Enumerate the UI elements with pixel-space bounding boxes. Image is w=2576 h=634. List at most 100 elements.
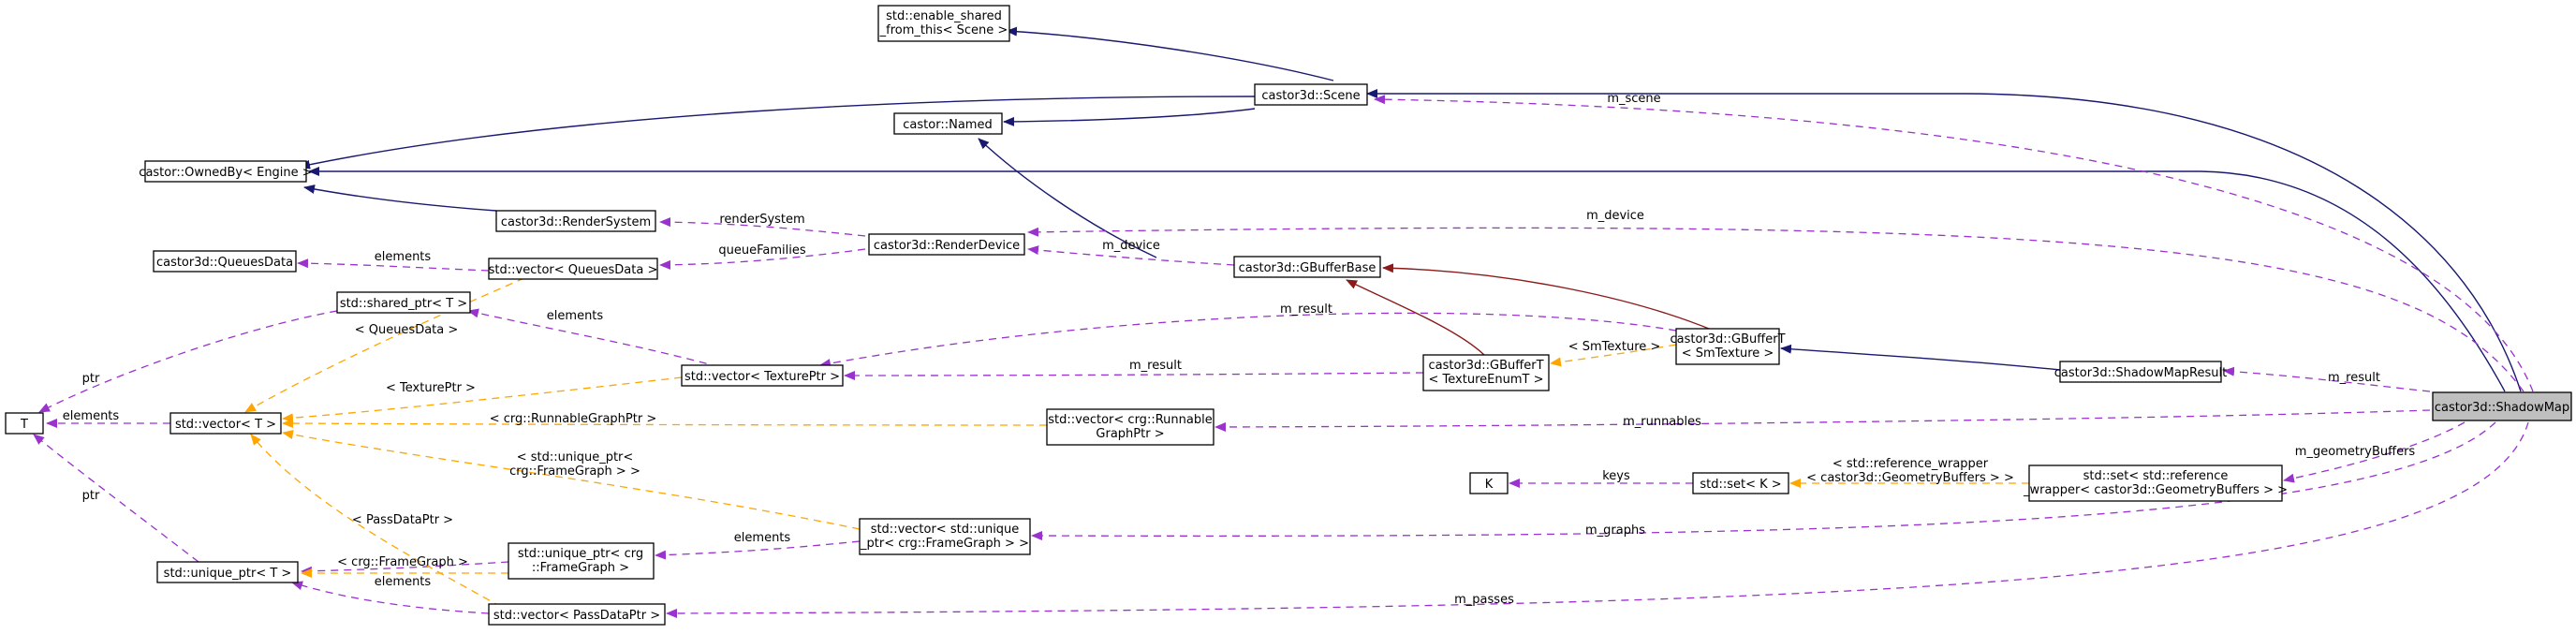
node-enable-shared-from-this[interactable]: std::enable_shared_from_this< Scene >	[877, 5, 1010, 42]
edge-gbufferbase-renderdevice	[1027, 245, 1235, 266]
text-line: m_result	[1280, 302, 1332, 317]
text-line: < TextureEnumT >	[1429, 373, 1544, 387]
node-castor-named[interactable]: castor::Named	[893, 112, 1003, 135]
edge-gbuffert-enum-gbufferbase	[1346, 279, 1485, 356]
node-castor3d-shadowmap[interactable]: castor3d::ShadowMap	[2432, 391, 2572, 421]
node-vector-unique-ptr-framegraph[interactable]: std::vector< std::unique_ptr< crg::Frame…	[859, 518, 1031, 555]
text-line: castor3d::QueuesData	[156, 256, 293, 270]
edge-uniqueptrt-t	[33, 434, 199, 563]
label-refwrap-tpl: < std::reference_wrapper< castor3d::Geom…	[1806, 457, 2014, 485]
node-set-k[interactable]: std::set< K >	[1692, 472, 1789, 494]
edge-vecqueues-vect	[244, 277, 525, 413]
text-line: m_device	[1586, 209, 1644, 223]
text-line: ptr	[82, 372, 100, 386]
template-edges	[244, 277, 2030, 608]
label-elements-pass: elements	[375, 575, 432, 589]
edge-gbufferbase-named	[978, 138, 1157, 258]
svg-text:std::vector< std::unique_ptr<: std::vector< std::unique_ptr< crg::Frame…	[860, 523, 1029, 551]
text-line: < PassDataPtr >	[352, 513, 453, 527]
node-k[interactable]: K	[1469, 472, 1509, 494]
private-inheritance-edges	[1346, 263, 1715, 356]
text-line: GraphPtr >	[1096, 427, 1164, 441]
text-line: < crg::FrameGraph >	[337, 555, 468, 569]
text-line: _from_this< Scene >	[879, 23, 1008, 37]
edge-shadowmap-scene	[1374, 95, 2534, 392]
text-line: < TexturePtr >	[386, 381, 476, 395]
node-castor3d-gbufferbase[interactable]: castor3d::GBufferBase	[1233, 256, 1381, 278]
edge-vecrunnable-vect	[282, 419, 1048, 429]
text-line: std::vector< QueuesData >	[489, 263, 658, 277]
text-line: std::vector< crg::Runnable	[1048, 413, 1212, 427]
edge-shadowmap-setref	[2283, 421, 2466, 483]
text-line: elements	[734, 531, 791, 545]
text-line: std::enable_shared	[886, 9, 1002, 23]
edge-shadowmap-scene-inh	[1366, 89, 2522, 392]
node-castor3d-shadowmapresult[interactable]: castor3d::ShadowMapResult	[2054, 361, 2227, 383]
text-line: std::vector< PassDataPtr >	[493, 609, 660, 623]
text-line: m_graphs	[1585, 523, 1645, 538]
inheritance-edges	[299, 26, 2522, 392]
node-castor3d-scene[interactable]: castor3d::Scene	[1254, 83, 1368, 106]
text-line: keys	[1602, 469, 1630, 483]
node-shared-ptr-t[interactable]: std::shared_ptr< T >	[336, 291, 471, 314]
text-line: < std::reference_wrapper	[1833, 457, 1989, 471]
label-queue-families: queueFamilies	[718, 243, 805, 258]
node-vector-t[interactable]: std::vector< T >	[169, 412, 282, 435]
edge-shadowmap-renderdevice	[1027, 227, 2524, 392]
label-m-graphs: m_graphs	[1585, 523, 1645, 538]
edge-gbuffertenum-vectexture	[844, 370, 1424, 380]
node-castor3d-queuesdata[interactable]: castor3d::QueuesData	[153, 250, 297, 273]
edge-rendersystem-ownedby	[303, 184, 497, 212]
text-line: K	[1485, 478, 1494, 492]
text-line: ptr	[82, 489, 100, 503]
text-line: std::unique_ptr< crg	[518, 547, 643, 561]
svg-text:std::enable_shared_from_this<: std::enable_shared_from_this< Scene >	[879, 9, 1008, 37]
svg-text:T: T	[20, 418, 28, 432]
node-set-reference-wrapper[interactable]: std::set< std::reference_wrapper< castor…	[2023, 464, 2288, 502]
edge-shadowmapresult-gbuffert	[1780, 344, 2061, 371]
text-line: castor::OwnedBy< Engine >	[139, 166, 312, 180]
text-line: m_passes	[1454, 593, 1514, 607]
edge-shadowmap-ownedby	[308, 167, 2506, 392]
text-line: T	[20, 418, 28, 432]
text-line: std::vector< std::unique	[871, 523, 1020, 537]
node-castor3d-renderdevice[interactable]: castor3d::RenderDevice	[868, 233, 1025, 256]
svg-text:castor3d::QueuesData: castor3d::QueuesData	[156, 256, 293, 270]
edge-labels: m_scene m_device renderSystem queueFamil…	[63, 92, 2416, 607]
text-line: std::vector< TexturePtr >	[684, 370, 840, 384]
text-line: castor3d::RenderSystem	[501, 215, 651, 229]
node-t[interactable]: T	[5, 412, 44, 435]
label-m-device-mid: m_device	[1102, 239, 1160, 253]
label-passdata-tpl: < PassDataPtr >	[352, 513, 453, 527]
nodes: std::enable_shared_from_this< Scene > ca…	[5, 5, 2572, 626]
svg-text:castor::Named: castor::Named	[903, 118, 992, 132]
text-line: elements	[375, 575, 432, 589]
text-line: castor3d::GBufferT	[1428, 359, 1543, 373]
node-unique-ptr-t[interactable]: std::unique_ptr< T >	[156, 561, 299, 583]
text-line: < QueuesData >	[355, 323, 459, 337]
svg-text:std::vector< T >: std::vector< T >	[175, 418, 276, 432]
node-unique-ptr-framegraph[interactable]: std::unique_ptr< crg::FrameGraph >	[508, 542, 655, 580]
node-castor-ownedby-engine[interactable]: castor::OwnedBy< Engine >	[139, 160, 313, 183]
svg-text:K: K	[1485, 478, 1494, 492]
node-vector-textureptr[interactable]: std::vector< TexturePtr >	[681, 364, 844, 387]
text-line: crg::FrameGraph > >	[509, 464, 640, 479]
svg-text:std::shared_ptr< T >: std::shared_ptr< T >	[340, 297, 467, 311]
edge-vecpassdata-uniqueptrt	[291, 581, 490, 614]
text-line: < std::unique_ptr<	[517, 450, 634, 464]
text-line: castor3d::Scene	[1261, 89, 1360, 103]
svg-text:std::vector< QueuesData >: std::vector< QueuesData >	[489, 263, 658, 277]
node-castor3d-rendersystem[interactable]: castor3d::RenderSystem	[495, 210, 656, 232]
svg-text:std::vector< PassDataPtr >: std::vector< PassDataPtr >	[493, 609, 660, 623]
node-vector-queuesdata[interactable]: std::vector< QueuesData >	[488, 258, 658, 280]
node-vector-passdataptr[interactable]: std::vector< PassDataPtr >	[488, 603, 666, 626]
label-m-runnables: m_runnables	[1623, 415, 1701, 429]
text-line: < castor3d::GeometryBuffers > >	[1806, 471, 2014, 485]
node-gbuffert-textureenumt[interactable]: castor3d::GBufferT< TextureEnumT >	[1422, 354, 1550, 391]
svg-text:std::set< std::reference_wrapp: std::set< std::reference_wrapper< castor…	[2023, 469, 2288, 497]
text-line: < crg::RunnableGraphPtr >	[490, 412, 656, 426]
node-gbuffert-smtexture[interactable]: castor3d::GBufferT< SmTexture >	[1670, 328, 1786, 365]
svg-text:castor3d::GBufferT< SmTexture: castor3d::GBufferT< SmTexture >	[1670, 332, 1785, 361]
text-line: renderSystem	[719, 213, 804, 227]
